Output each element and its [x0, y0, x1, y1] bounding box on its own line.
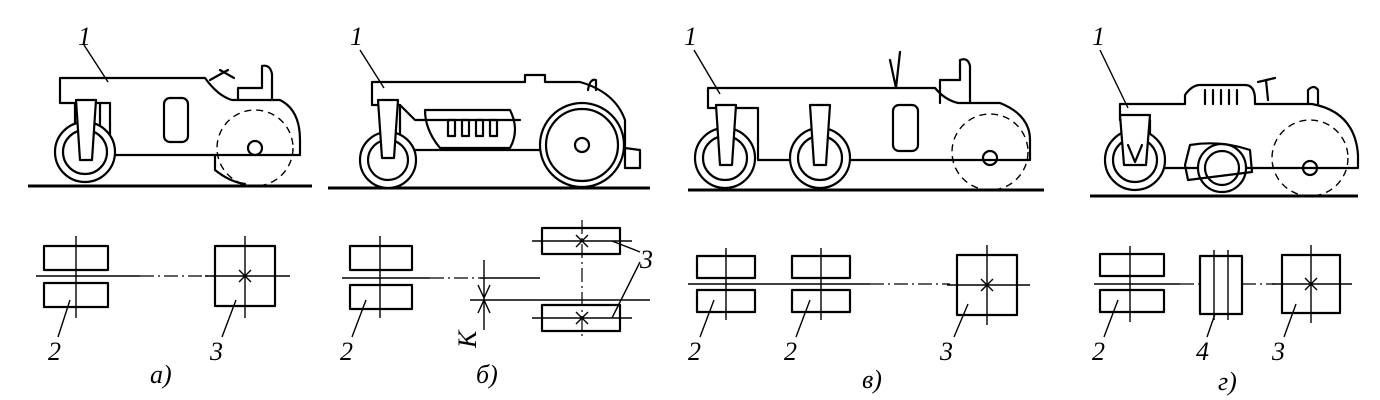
label-k: K [453, 329, 482, 349]
label-3-c: 3 [939, 337, 953, 366]
roller-d-side-view [1090, 76, 1360, 198]
label-1: 1 [78, 22, 91, 51]
variant-d: 1 2 4 3 г) [1090, 22, 1360, 396]
label-2-a: 2 [48, 337, 61, 366]
label-3-a: 3 [209, 337, 223, 366]
label-2-b: 2 [340, 337, 353, 366]
roller-d-plan-view [1094, 245, 1352, 323]
label-2-d: 2 [1092, 337, 1105, 366]
roller-b-plan-view [342, 220, 650, 338]
roller-b-side-view [328, 73, 650, 190]
label-3-b: 3 [639, 245, 653, 274]
caption-a: а) [150, 360, 172, 389]
label-1-c: 1 [684, 22, 697, 51]
variant-a: 1 2 3 а) [28, 22, 312, 389]
roller-c-plan-view [688, 245, 1030, 325]
caption-d: г) [1218, 367, 1237, 396]
roller-a-plan-view [36, 236, 290, 318]
roller-c-side-view [688, 50, 1044, 192]
caption-c: в) [862, 365, 882, 394]
variant-c: 1 2 2 3 в) [684, 22, 1044, 394]
label-2-c2: 2 [784, 337, 797, 366]
label-1-d: 1 [1092, 22, 1105, 51]
label-3-d: 3 [1271, 337, 1285, 366]
roller-a-side-view [28, 64, 312, 188]
label-1-b: 1 [350, 22, 363, 51]
label-4-d: 4 [1196, 337, 1209, 366]
caption-b: б) [476, 360, 498, 389]
label-2-c1: 2 [688, 337, 701, 366]
variant-b: 1 3 2 K б) [328, 22, 653, 389]
